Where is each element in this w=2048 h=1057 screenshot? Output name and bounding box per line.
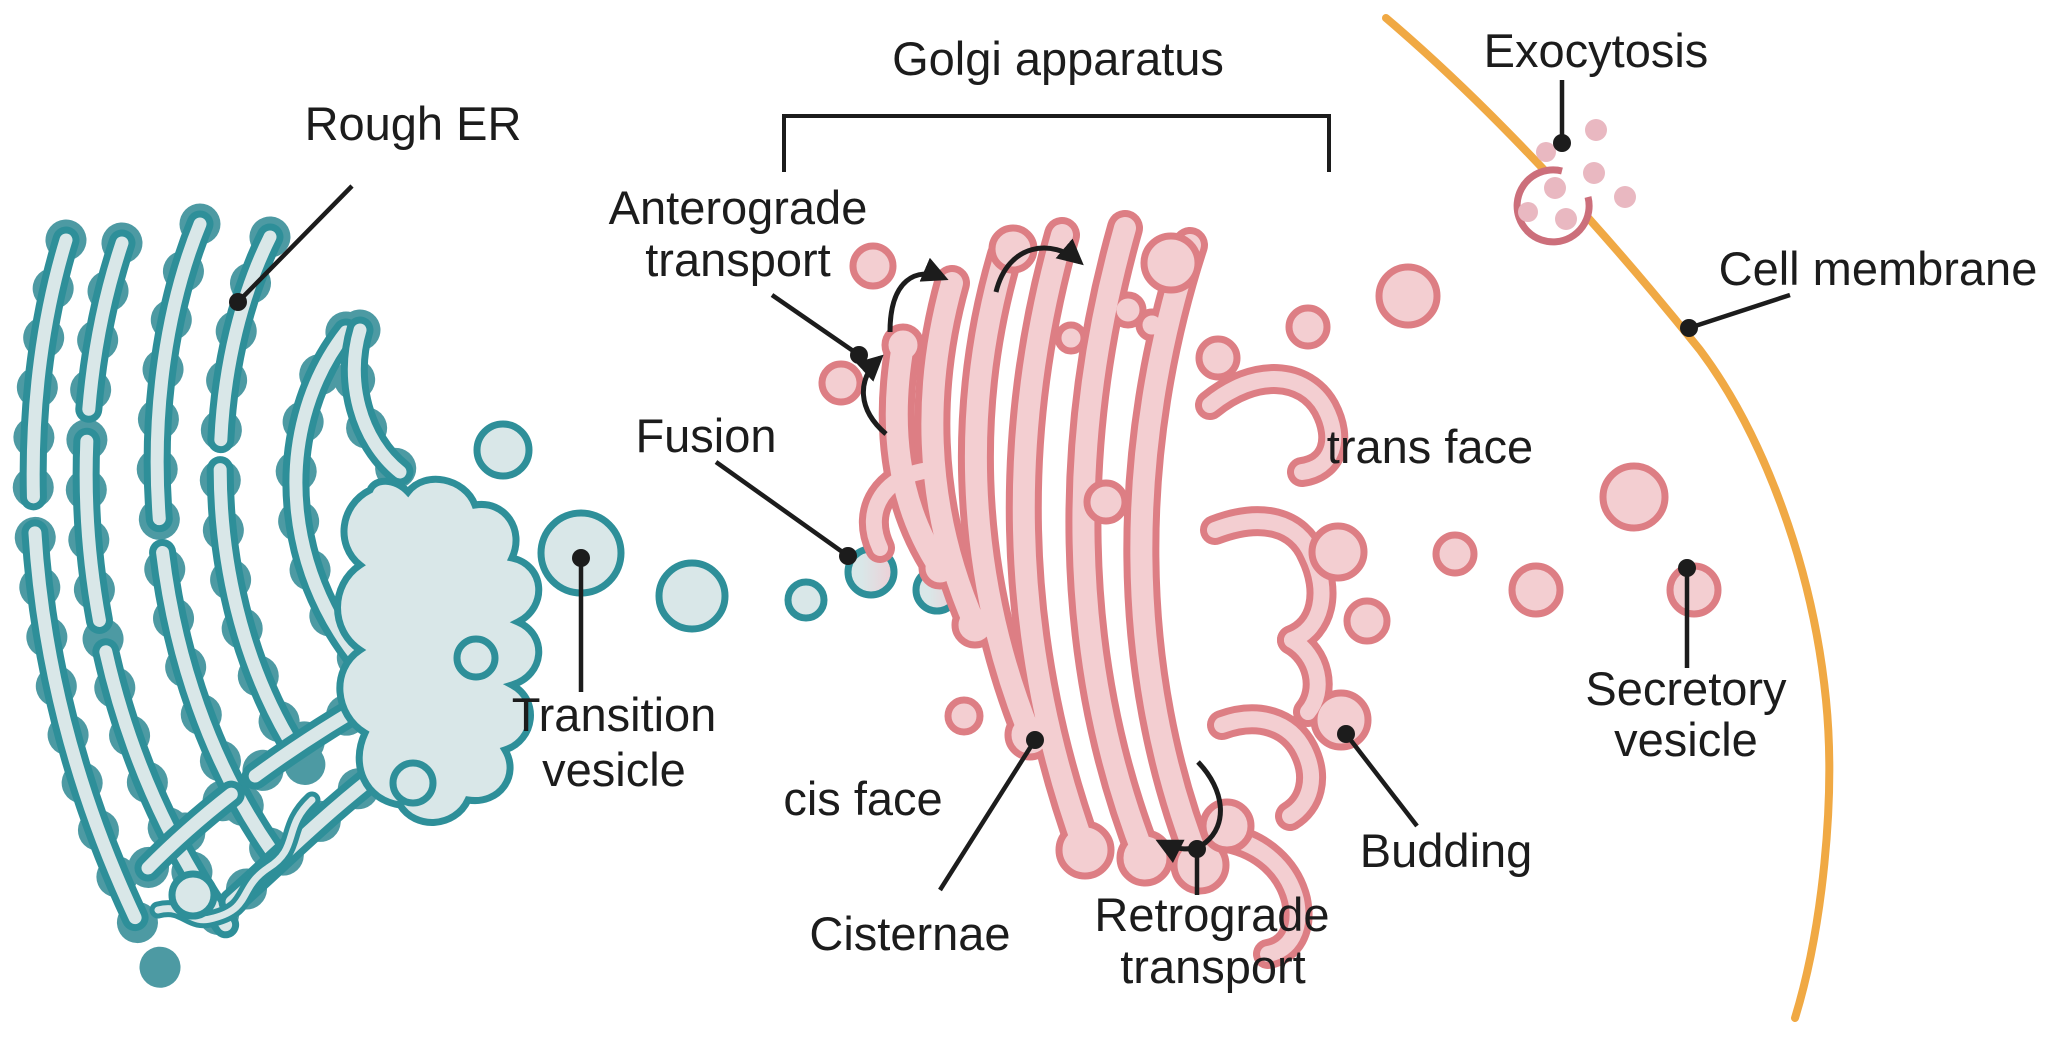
retrograde-label-line2: transport (1120, 940, 1305, 993)
annotations: Golgi apparatus Rough ER Anterograde tra… (229, 24, 2037, 993)
golgi-vesicle (1343, 597, 1391, 645)
golgi-vesicle (1308, 522, 1368, 582)
er-tube-lumen (347, 323, 407, 479)
anterograde-label-line1: Anterograde (609, 181, 868, 234)
rough-er-blob (334, 475, 543, 826)
secreted-dot (1585, 119, 1607, 141)
cisternae-label: Cisternae (809, 907, 1010, 960)
exocytosis-label: Exocytosis (1484, 24, 1709, 77)
secreted-dot (1544, 177, 1566, 199)
golgi-vesicle (1083, 479, 1129, 525)
cis-face-label: cis face (783, 772, 942, 825)
golgi-vesicle (1285, 304, 1331, 350)
anterograde-pointer (770, 293, 861, 357)
anterograde-arrow (887, 257, 949, 333)
budding-label: Budding (1360, 824, 1533, 877)
anterograde-arrow (993, 238, 1084, 293)
pointer-dot (839, 547, 857, 565)
secreted-dot (1555, 208, 1577, 230)
er-vesicle (453, 635, 499, 681)
cell-membrane-curve (1382, 14, 1834, 1022)
retrograde-vesicle (1199, 798, 1255, 854)
secretory-vesicle-label-line2: vesicle (1614, 713, 1758, 766)
cell-membrane (1382, 14, 1834, 1022)
transition-vesicle (473, 420, 533, 480)
secreted-dot (1583, 162, 1605, 184)
cisterna-lumen (1012, 224, 1096, 861)
cisternae-pointer (938, 738, 1037, 892)
secretory-vesicle-label-line1: Secretory (1585, 662, 1787, 715)
transition-vesicle-label-line2: vesicle (542, 743, 686, 796)
secreted-particles (1518, 119, 1636, 230)
cisterna-lumen (1130, 234, 1211, 876)
network-branch-lumen (1284, 632, 1326, 720)
pointer-dot (229, 293, 247, 311)
cis-hook-lumen (865, 462, 938, 556)
transition-vesicle-label-line1: Transition (512, 688, 717, 741)
golgi-vesicle (944, 696, 984, 736)
golgi-bracket (782, 114, 1331, 172)
pointer-dot (1680, 319, 1698, 337)
golgi-vesicle (1432, 531, 1478, 577)
anterograde-label-line2: transport (645, 233, 830, 286)
anterograde-arrows (855, 238, 1084, 436)
cisterna-lumen (1072, 217, 1156, 869)
er-tube-lumen (289, 325, 397, 700)
golgi-vesicle (1599, 462, 1669, 532)
secreted-dot (1614, 186, 1636, 208)
cisterna-lumen (885, 334, 951, 579)
cell-membrane-label: Cell membrane (1719, 242, 2038, 295)
golgi-vesicle (849, 242, 897, 290)
pointer-dot (1026, 731, 1044, 749)
golgi-vesicle (1375, 263, 1441, 329)
cell-membrane-pointer (1688, 292, 1791, 331)
er-vesicle (389, 759, 437, 807)
rough-er-structure (12, 203, 543, 1003)
secreted-dot (1536, 142, 1556, 162)
golgi-cisternae (858, 210, 1230, 895)
er-vesicle (168, 870, 218, 920)
golgi-apparatus (818, 210, 1722, 969)
pointer-dot (1188, 840, 1206, 858)
golgi-vesicle (1140, 232, 1202, 294)
pointer-dot (1337, 725, 1355, 743)
transition-vesicle (655, 559, 729, 633)
golgi-apparatus-label: Golgi apparatus (892, 32, 1224, 85)
budding-pointer (1344, 732, 1419, 828)
pointer-dot (850, 346, 868, 364)
trans-face-label: trans face (1327, 420, 1533, 473)
er-tube-lumen (26, 233, 175, 989)
cisterna-lumen (921, 272, 986, 636)
retrograde-arrow (1155, 760, 1223, 864)
network-branch-lumen (1214, 711, 1319, 824)
secreted-dot (1518, 202, 1538, 222)
cisterna-lumen (964, 244, 1041, 746)
fusion-label: Fusion (635, 409, 776, 462)
network-branch-lumen (1202, 371, 1342, 480)
golgi-vesicle (1508, 562, 1564, 618)
golgi-vesicle (1195, 335, 1241, 381)
golgi-vesicle (818, 360, 864, 406)
golgi-vesicles (818, 224, 1722, 854)
network-branch-lumen (1220, 830, 1306, 962)
pointer-dot (1553, 134, 1571, 152)
rough-er-pointer (236, 184, 354, 304)
anterograde-arrow (855, 354, 888, 436)
retrograde-label-line1: Retrograde (1094, 888, 1329, 941)
rough-er-label: Rough ER (305, 97, 522, 150)
pointer-dot (1678, 559, 1696, 577)
trans-golgi-network (1195, 364, 1372, 969)
transition-vesicle (784, 578, 828, 622)
fusion-pointer (714, 460, 850, 558)
cisterna-knob (1054, 321, 1088, 355)
pointer-dot (572, 549, 590, 567)
